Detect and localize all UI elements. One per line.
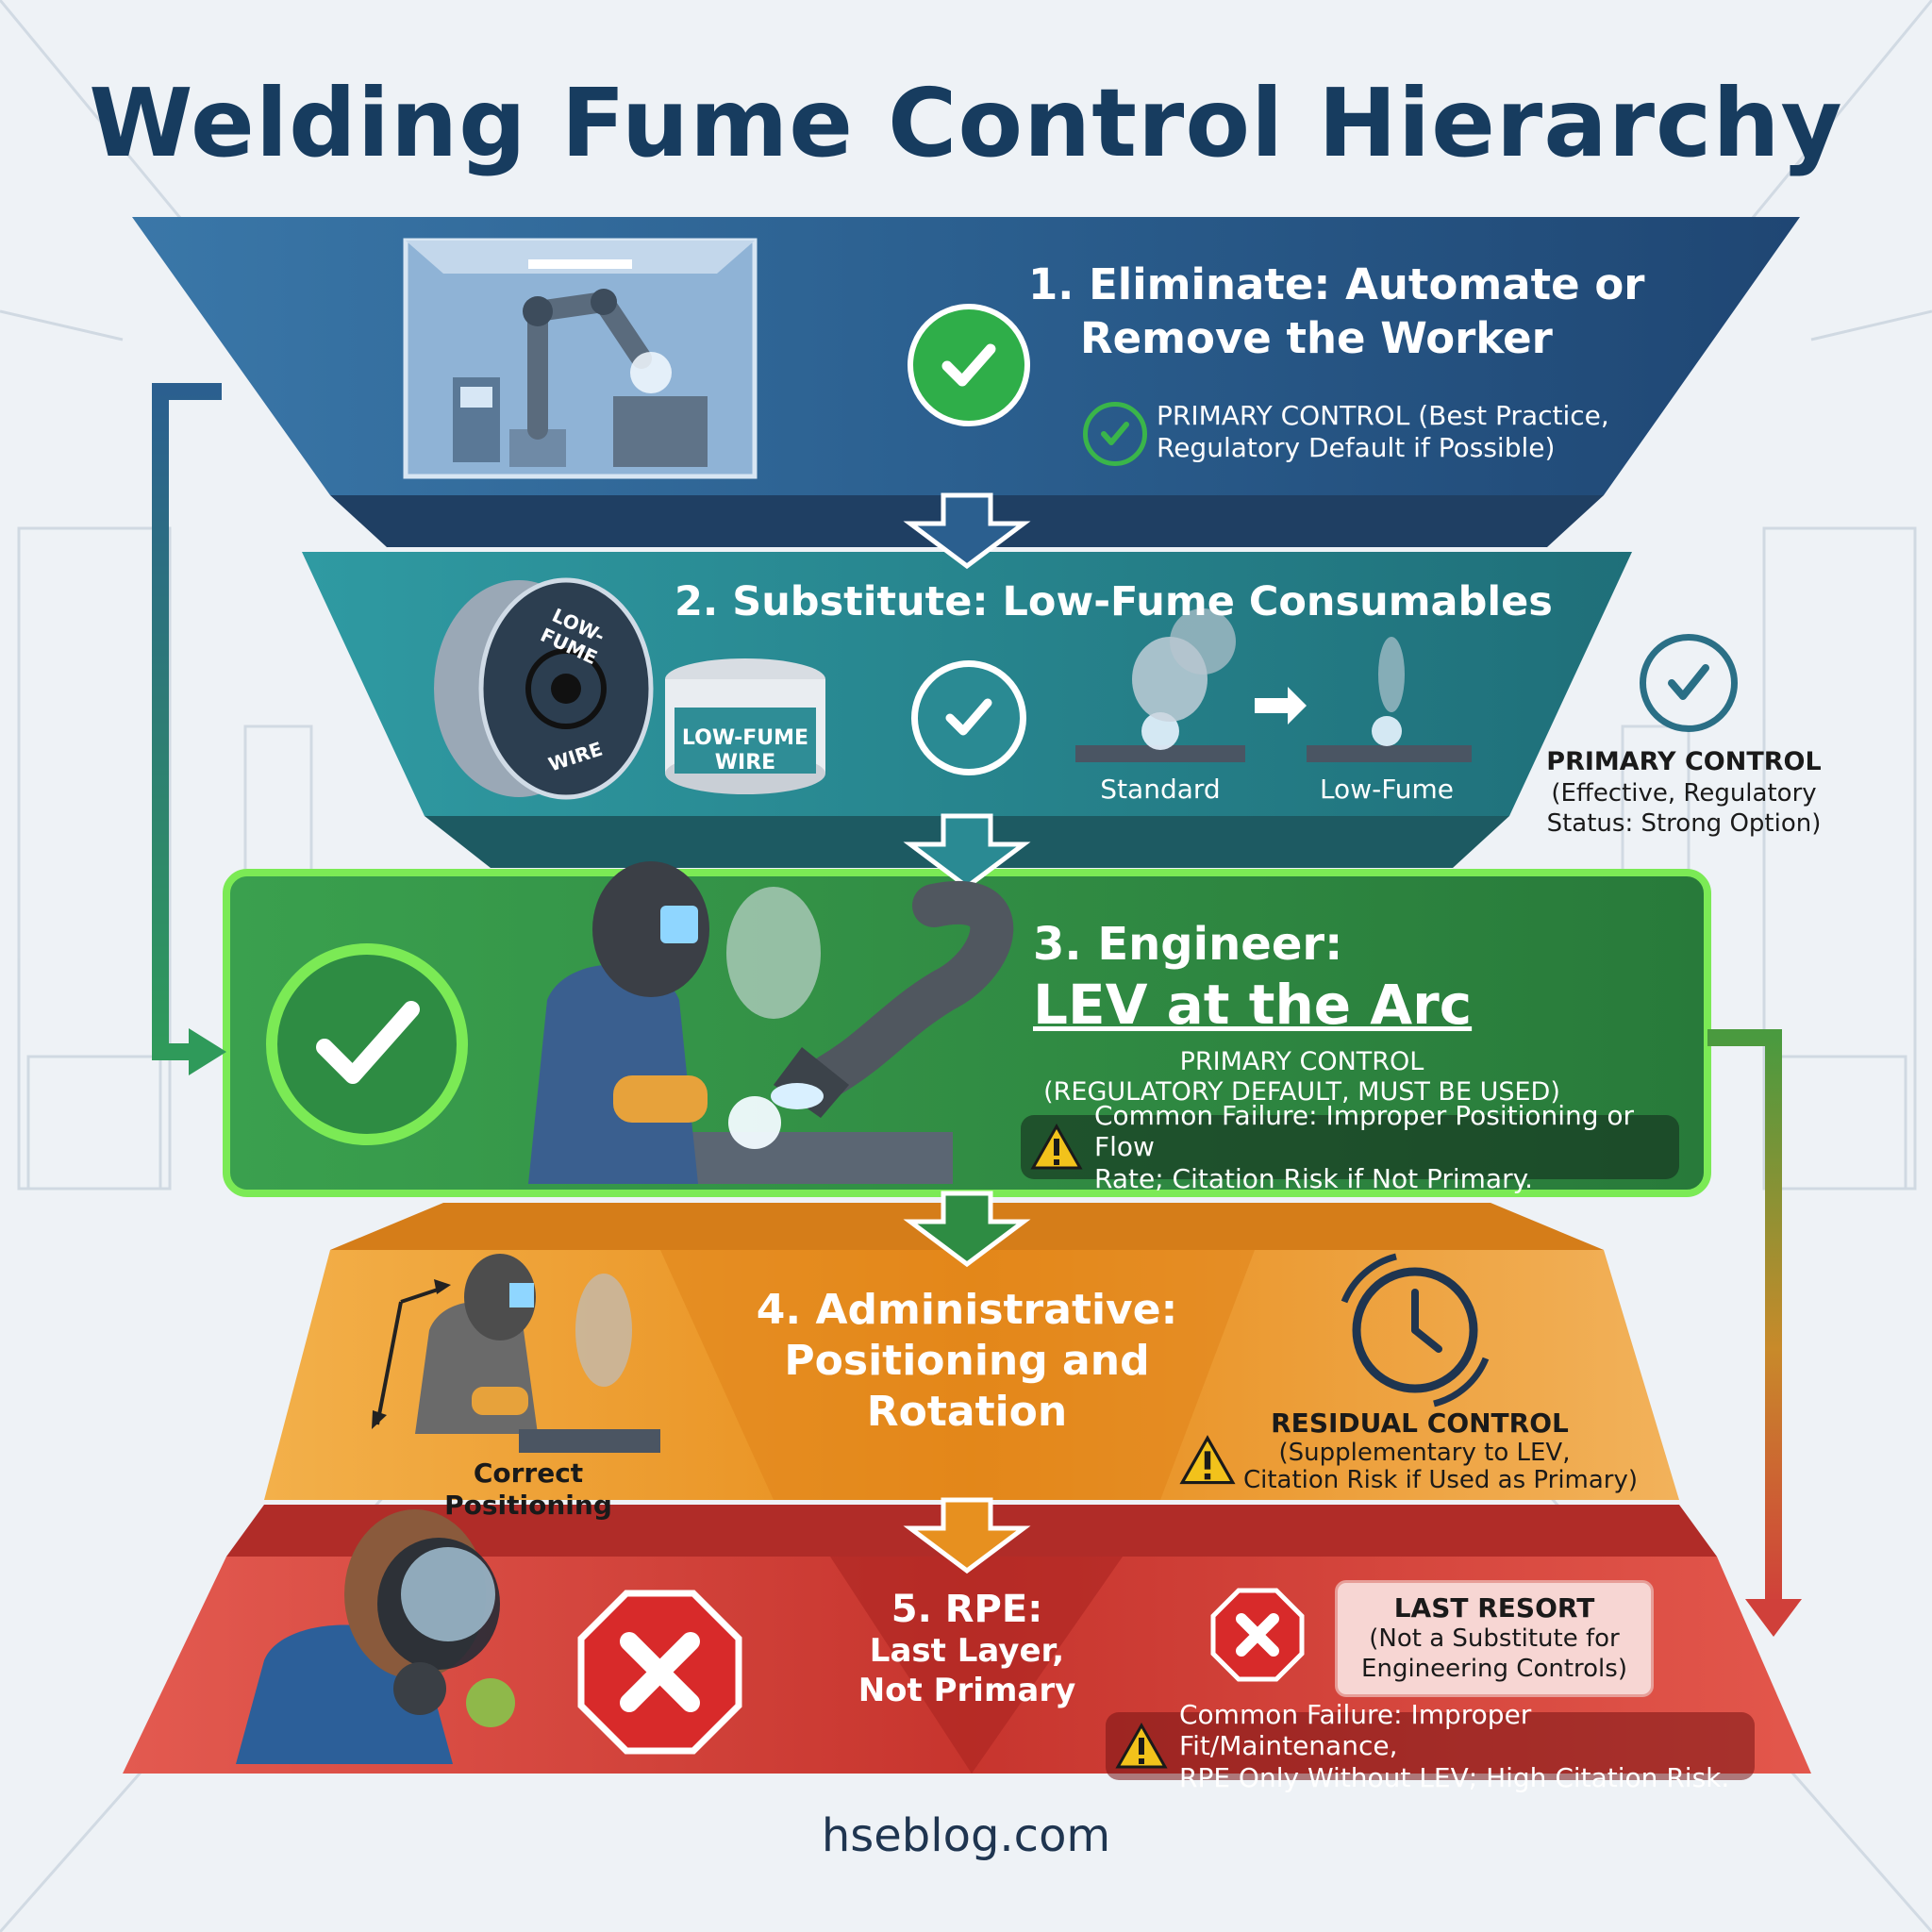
- stop-x-icon: [577, 1590, 742, 1755]
- tier-3-status-line1: PRIMARY CONTROL: [1179, 1047, 1424, 1076]
- tier-3-warning-box: Common Failure: Improper Positioning or …: [1021, 1100, 1679, 1194]
- tier-3-heading-line1: 3. Engineer:: [1033, 918, 1343, 971]
- tier-5-heading-line1: 5. RPE:: [891, 1588, 1043, 1631]
- tier-1-status-check-icon: [1083, 402, 1147, 466]
- tier-5-x-icon: [1210, 1588, 1305, 1682]
- tier-1-heading-line1: 1. Eliminate: Automate or: [1028, 259, 1645, 309]
- tier-4-heading-line1: 4. Administrative:: [756, 1286, 1178, 1334]
- tier-4-warning-icon: [1179, 1435, 1236, 1485]
- tier-5-heading-line2: Last Layer,: [869, 1632, 1065, 1670]
- tier-3-heading-line2: LEV at the Arc: [1033, 973, 1473, 1037]
- tier-3-check-badge: [266, 943, 468, 1145]
- correct-positioning-icon: [372, 1254, 660, 1453]
- tub-label-line1: LOW-FUME: [681, 726, 809, 750]
- callout-title: LAST RESORT: [1393, 1592, 1595, 1624]
- down-arrow-2: [903, 813, 1031, 891]
- warning-icon: [1030, 1123, 1083, 1170]
- checkmark-icon: [941, 343, 996, 387]
- tier-4-status-line2: Citation Risk if Used as Primary): [1242, 1466, 1639, 1494]
- wire-tub-icon: [665, 658, 825, 794]
- tier-4-heading-line2: Positioning and: [784, 1337, 1150, 1385]
- checkmark-icon: [945, 698, 992, 736]
- tier-1-status-line1: PRIMARY CONTROL (Best Practice,: [1157, 400, 1609, 431]
- welder-with-lev-icon: [528, 861, 1014, 1184]
- callout-line1: (Not a Substitute for: [1369, 1624, 1620, 1653]
- tier-3-warning-line1: Common Failure: Improper Positioning or …: [1094, 1099, 1635, 1163]
- tub-label-line2: WIRE: [714, 751, 776, 774]
- tier-2-status-title: PRIMARY CONTROL: [1546, 747, 1822, 776]
- tier-4-status-title: RESIDUAL CONTROL: [1271, 1407, 1569, 1439]
- robot-welding-cell-icon: [403, 238, 758, 479]
- tier-1-status-line2: Regulatory Default if Possible): [1157, 432, 1556, 463]
- left-loop-arrow: [152, 383, 222, 1060]
- down-arrow-4: [903, 1497, 1031, 1574]
- fume-comparison-icon: [1075, 608, 1472, 762]
- respirator-wearer-icon: [236, 1509, 515, 1764]
- tier-5-warning-box: Common Failure: Improper Fit/Maintenance…: [1106, 1699, 1755, 1793]
- tier-3-status-line2: (REGULATORY DEFAULT, MUST BE USED): [1043, 1077, 1560, 1107]
- warning-icon: [1115, 1722, 1168, 1769]
- tier-4-image-caption: Correct Positioning: [444, 1457, 612, 1522]
- last-resort-callout: LAST RESORT (Not a Substitute for Engine…: [1335, 1580, 1654, 1697]
- footer-site: hseblog.com: [821, 1809, 1111, 1862]
- right-loop-arrow: [1707, 1029, 1782, 1604]
- tier-4-heading-line3: Rotation: [866, 1388, 1068, 1436]
- page-title: Welding Fume Control Hierarchy: [89, 68, 1843, 178]
- down-arrow-1: [903, 492, 1031, 570]
- tier-4-status-line1: (Supplementary to LEV,: [1278, 1439, 1571, 1467]
- compare-label-standard: Standard: [1100, 774, 1221, 805]
- callout-line2: Engineering Controls): [1361, 1655, 1627, 1683]
- tier-2-check-badge: [911, 660, 1026, 775]
- clock-rotation-icon: [1341, 1253, 1490, 1407]
- tier-1-heading-line2: Remove the Worker: [1080, 313, 1553, 363]
- tier-2-heading: 2. Substitute: Low-Fume Consumables: [675, 578, 1553, 625]
- tier-5-heading-line3: Not Primary: [858, 1672, 1076, 1709]
- down-arrow-3: [903, 1191, 1031, 1268]
- tier-1-check-badge: [908, 304, 1030, 426]
- tier-5-warning-line2: RPE Only Without LEV; High Citation Risk…: [1179, 1761, 1730, 1793]
- compare-label-low-fume: Low-Fume: [1319, 774, 1455, 805]
- checkmark-icon: [316, 1001, 420, 1084]
- tier-5-warning-line1: Common Failure: Improper Fit/Maintenance…: [1179, 1698, 1532, 1762]
- tier-3-warning-line2: Rate; Citation Risk if Not Primary.: [1094, 1162, 1534, 1194]
- wire-spool-icon: [434, 577, 654, 800]
- tier-2-status-line2: Status: Strong Option): [1546, 809, 1822, 838]
- tier-2-status-check-icon: [1640, 634, 1738, 732]
- tier-2-status-line1: (Effective, Regulatory: [1551, 779, 1817, 808]
